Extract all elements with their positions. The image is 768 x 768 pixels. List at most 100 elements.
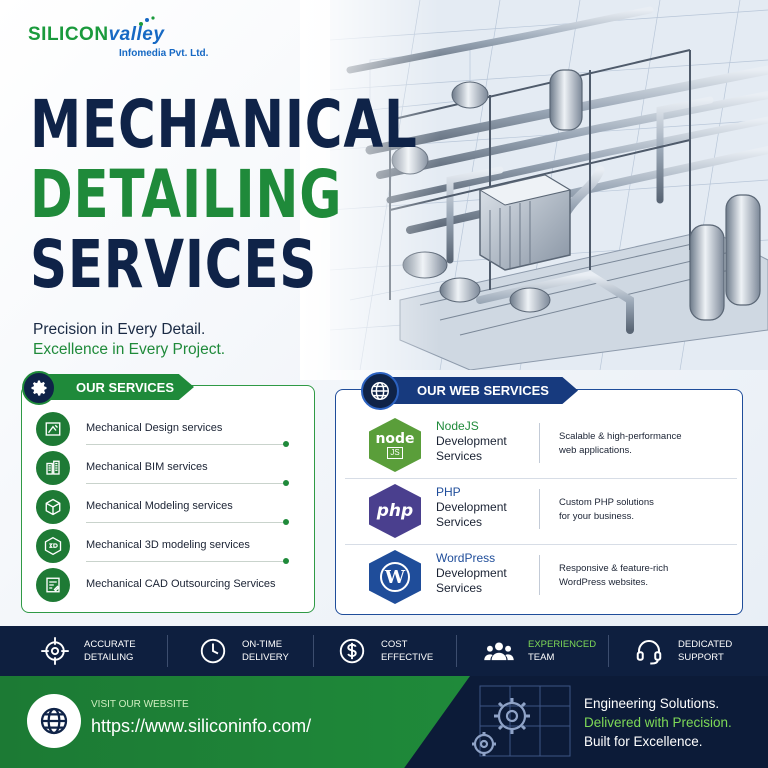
nodejs-logo-icon: node JS xyxy=(369,418,421,472)
desc-line1: Custom PHP solutions xyxy=(559,497,654,508)
bullet-dot xyxy=(283,480,289,486)
vertical-divider xyxy=(539,555,540,595)
php-logo-text: php xyxy=(376,501,414,521)
desc-line2: for your business. xyxy=(559,511,634,522)
feature-line1: DEDICATED xyxy=(678,639,733,650)
tagline-line1: Precision in Every Detail. xyxy=(33,321,206,338)
tech-line2: Development xyxy=(436,566,507,580)
tech-line3: Services xyxy=(436,581,483,595)
building-icon xyxy=(36,451,70,485)
web-service-desc: Scalable & high-performance web applicat… xyxy=(559,430,682,458)
nodejs-logo-sub: JS xyxy=(387,446,403,459)
features-bar: ACCURATE DETAILING ON-TIME DELIVERY COST… xyxy=(0,626,768,676)
services-card xyxy=(21,385,315,613)
cad-document-icon xyxy=(36,568,70,602)
logo-wordmark: SILICONvalley xyxy=(28,24,164,46)
feature-divider xyxy=(167,635,168,667)
feature-label: DEDICATED SUPPORT xyxy=(678,638,732,664)
logo-brand-part2: valley xyxy=(108,24,165,45)
desc-line2: web applications. xyxy=(559,445,632,456)
cube-icon xyxy=(36,490,70,524)
hero-fade xyxy=(300,0,440,380)
slogan-line2: Delivered with Precision. xyxy=(584,715,732,730)
slogan-line1: Engineering Solutions. xyxy=(584,696,720,711)
globe-icon xyxy=(361,372,399,410)
web-service-php: php PHP Development Services Custom PHP … xyxy=(345,479,737,543)
tech-name: NodeJS xyxy=(436,419,479,433)
web-services-header: OUR WEB SERVICES xyxy=(361,372,581,410)
company-logo: SILICONvalley Infomedia Pvt. Ltd. xyxy=(28,16,228,62)
feature-label: COST EFFECTIVE xyxy=(381,638,433,664)
nodejs-logo-text: node xyxy=(375,430,415,447)
service-label: Mechanical BIM services xyxy=(86,461,208,473)
desc-line1: Scalable & high-performance xyxy=(559,431,682,442)
team-icon xyxy=(482,635,516,667)
feature-divider xyxy=(608,635,609,667)
web-services-header-banner xyxy=(383,377,578,404)
logo-subtitle: Infomedia Pvt. Ltd. xyxy=(119,48,209,59)
tech-line3: Services xyxy=(436,449,483,463)
web-service-desc: Custom PHP solutions for your business. xyxy=(559,496,654,524)
feature-line2: DETAILING xyxy=(84,652,134,663)
clock-icon xyxy=(196,635,230,667)
service-item-design: Mechanical Design services xyxy=(36,412,298,448)
feature-line2: SUPPORT xyxy=(678,652,724,663)
tech-name: PHP xyxy=(436,485,461,499)
tech-line3: Services xyxy=(436,515,483,529)
services-header: OUR SERVICES xyxy=(22,371,196,405)
web-service-name: NodeJS Development Services xyxy=(436,419,507,464)
vertical-divider xyxy=(539,489,540,529)
feature-label: EXPERIENCED TEAM xyxy=(528,638,596,664)
headline-line2: DETAILING xyxy=(30,156,343,233)
vertical-divider xyxy=(539,423,540,463)
row-divider xyxy=(345,544,737,545)
web-service-name: PHP Development Services xyxy=(436,485,507,530)
bullet-dot xyxy=(283,519,289,525)
service-label: Mechanical Design services xyxy=(86,422,223,434)
divider xyxy=(86,561,286,562)
gear-icon xyxy=(22,371,56,405)
service-label: Mechanical Modeling services xyxy=(86,500,233,512)
tech-line2: Development xyxy=(436,434,507,448)
dollar-icon xyxy=(335,635,369,667)
row-divider xyxy=(345,478,737,479)
footer-band: VISIT OUR WEBSITE https://www.siliconinf… xyxy=(0,676,768,768)
globe-icon xyxy=(27,694,81,748)
services-header-banner xyxy=(42,374,194,400)
feature-divider xyxy=(456,635,457,667)
desc-line1: Responsive & feature-rich xyxy=(559,563,669,574)
headset-icon xyxy=(632,635,666,667)
wordpress-logo-text: W xyxy=(380,562,410,592)
feature-line2: EFFECTIVE xyxy=(381,652,434,663)
website-url-link[interactable]: https://www.siliconinfo.com/ xyxy=(91,716,312,736)
bullet-dot xyxy=(283,558,289,564)
headline-line1: MECHANICAL xyxy=(30,86,418,163)
gears-blueprint-icon xyxy=(472,685,571,757)
service-item-modeling: Mechanical Modeling services xyxy=(36,490,298,526)
wordpress-logo-icon: W xyxy=(369,550,421,604)
target-icon xyxy=(38,635,72,667)
tech-name: WordPress xyxy=(436,551,496,565)
feature-line1: COST xyxy=(381,639,408,650)
service-label: Mechanical 3D modeling services xyxy=(86,539,250,551)
web-service-nodejs: node JS NodeJS Development Services Scal… xyxy=(345,413,737,477)
3d-icon xyxy=(36,529,70,563)
feature-line1: EXPERIENCED xyxy=(528,639,597,650)
feature-label: ACCURATE DETAILING xyxy=(84,638,136,664)
tagline-line2: Excellence in Every Project. xyxy=(33,341,226,358)
web-service-desc: Responsive & feature-rich WordPress webs… xyxy=(559,562,668,590)
web-service-name: WordPress Development Services xyxy=(436,551,507,596)
services-title: OUR SERVICES xyxy=(76,380,175,395)
divider xyxy=(86,444,286,445)
divider xyxy=(86,483,286,484)
logo-brand-part1: SILICON xyxy=(28,24,109,45)
feature-line1: ON-TIME xyxy=(242,639,283,650)
desc-line2: WordPress websites. xyxy=(559,577,649,588)
feature-label: ON-TIME DELIVERY xyxy=(242,638,289,664)
feature-divider xyxy=(313,635,314,667)
headline-line3: SERVICES xyxy=(30,226,318,303)
drafting-icon xyxy=(36,412,70,446)
tech-line2: Development xyxy=(436,500,507,514)
php-logo-icon: php xyxy=(369,484,421,538)
